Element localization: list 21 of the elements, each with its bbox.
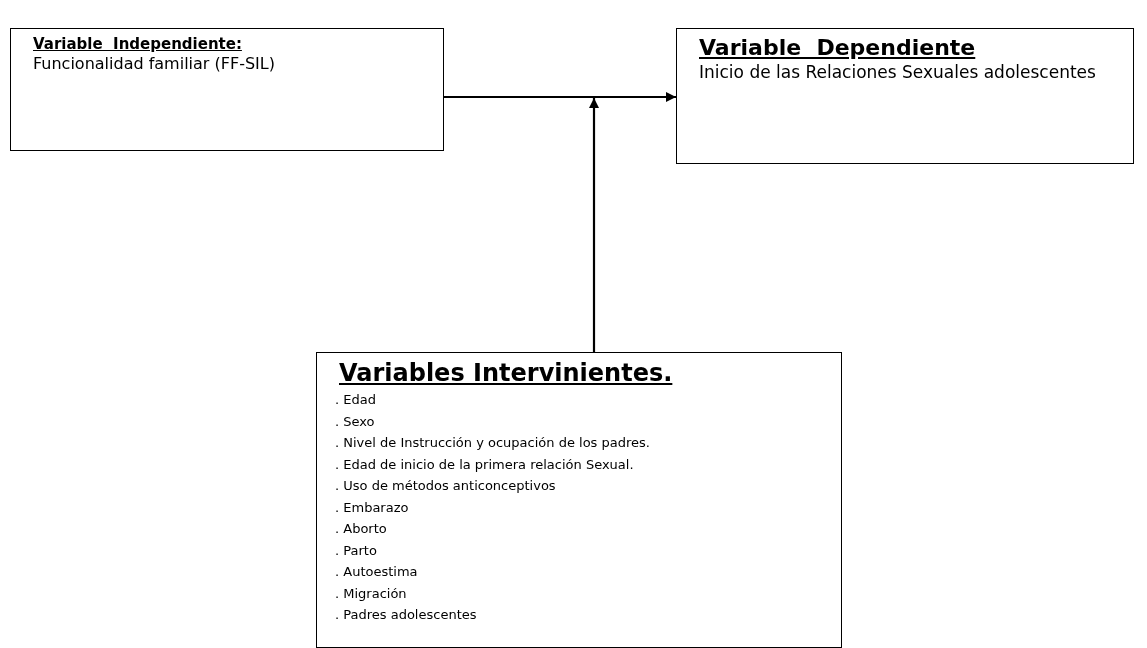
list-item: . Embarazo — [335, 498, 410, 517]
list-item: . Aborto — [335, 520, 388, 538]
heading: Variable Dependiente — [699, 35, 976, 60]
heading: Variable Independiente: — [33, 35, 242, 53]
list-item: . Uso de métodos anticonceptivos — [335, 477, 557, 495]
text-box — [10, 28, 444, 151]
list-item: . Edad de inicio de la primera relación Sexual. — [335, 455, 635, 474]
list-item: . Migración — [335, 584, 408, 603]
heading: Variables Intervinientes. — [339, 359, 673, 387]
list-item: . Parto — [335, 541, 378, 560]
body-text: Funcionalidad familiar (FF-SIL) — [33, 53, 276, 75]
list-item: . Sexo — [335, 412, 376, 431]
arrow — [444, 92, 676, 102]
text-box — [676, 28, 1134, 164]
list-item: . Edad — [335, 391, 377, 409]
arrow — [589, 98, 599, 352]
list-item: . Nivel de Instrucción y ocupación de los padres. — [335, 434, 651, 452]
list-item: . Padres adolescentes — [335, 606, 478, 624]
body-text: Inicio de las Relaciones Sexuales adolescentes — [699, 61, 1097, 84]
text-box — [316, 352, 842, 648]
list-item: . Autoestima — [335, 563, 419, 581]
